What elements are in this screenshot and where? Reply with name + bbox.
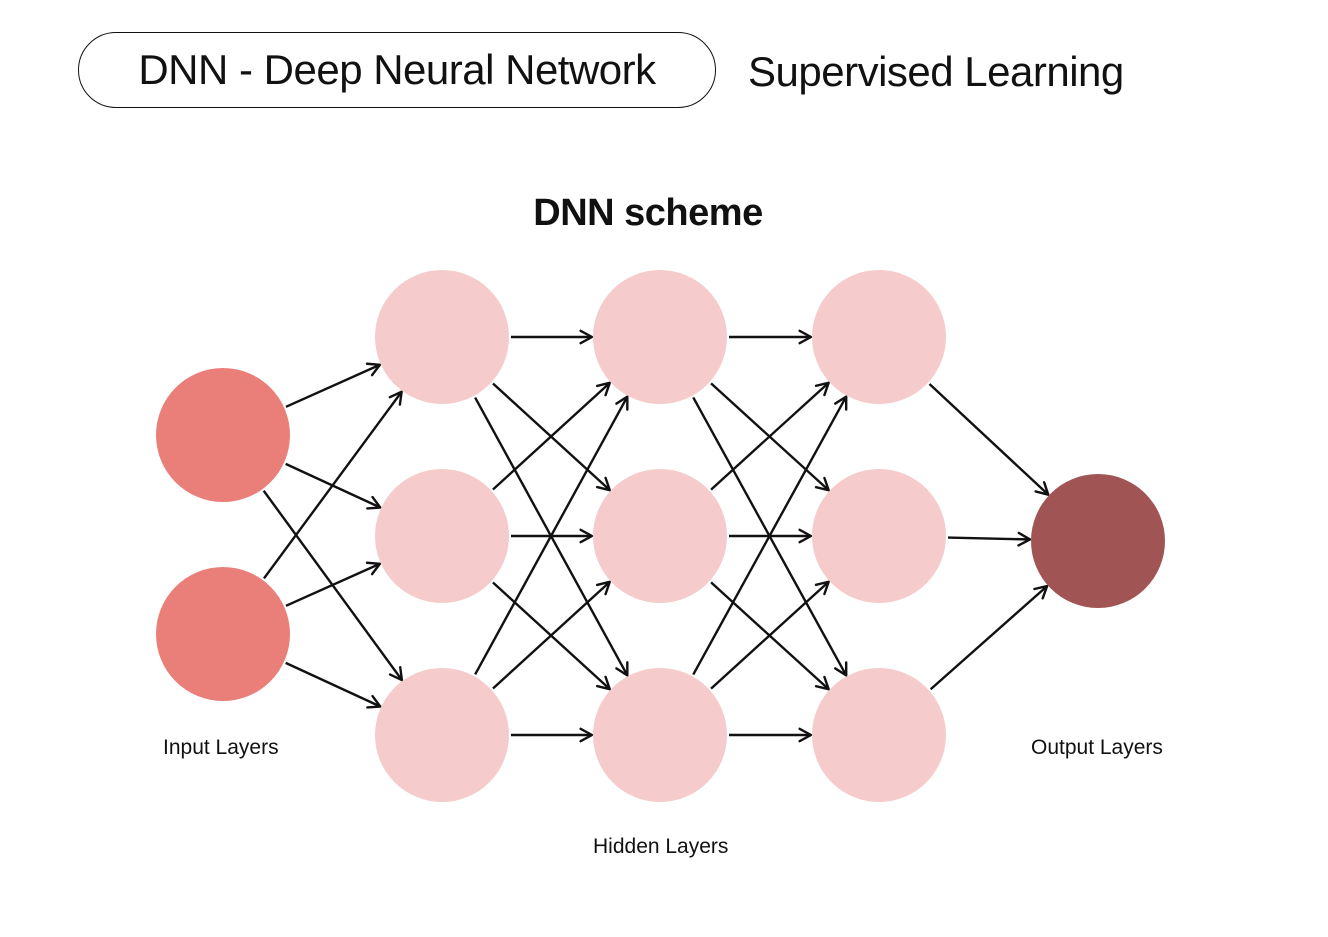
input-node-0-1	[156, 567, 290, 701]
hidden-node-1-0	[375, 270, 509, 404]
hidden-node-3-2	[812, 668, 946, 802]
hidden-node-3-0	[812, 270, 946, 404]
edge-l2-n1-to-n0	[710, 381, 830, 491]
edge-group	[262, 329, 1050, 743]
hidden-node-1-1	[375, 469, 509, 603]
edge-l1-n2-to-n0	[474, 395, 629, 676]
edge-l0-n0-to-n0	[285, 362, 382, 408]
edge-l1-n1-to-n0	[492, 381, 611, 491]
edge-l2-n2-to-n1	[710, 580, 830, 690]
edge-l1-n0-to-n0	[511, 329, 594, 345]
diagram-title: DNN scheme	[533, 192, 763, 234]
hidden-node-2-2	[593, 668, 727, 802]
edge-l2-n0-to-n0	[729, 329, 813, 345]
edge-l0-n1-to-n1	[285, 561, 382, 607]
hidden-layer-label: Hidden Layers	[593, 835, 729, 858]
hidden-node-1-2	[375, 668, 509, 802]
input-node-0-0	[156, 368, 290, 502]
edge-l0-n1-to-n2	[285, 661, 382, 709]
hidden-node-3-1	[812, 469, 946, 603]
node-group	[156, 270, 1165, 802]
output-layer-label: Output Layers	[1031, 736, 1163, 759]
edge-l3-n2-to-n0	[929, 584, 1049, 691]
edge-l3-n1-to-n0	[947, 531, 1032, 547]
output-node-4-0	[1031, 474, 1165, 608]
hidden-node-2-0	[593, 270, 727, 404]
edge-l2-n2-to-n0	[692, 395, 848, 676]
edge-l3-n0-to-n0	[928, 383, 1050, 496]
hidden-node-2-1	[593, 469, 727, 603]
edge-l1-n2-to-n2	[511, 727, 594, 743]
edge-l1-n2-to-n1	[492, 580, 611, 690]
topic-pill: DNN - Deep Neural Network	[78, 32, 716, 108]
topic-title: DNN - Deep Neural Network	[138, 46, 656, 93]
edge-l2-n2-to-n2	[729, 727, 813, 743]
category-label: Supervised Learning	[748, 48, 1124, 95]
edge-l0-n1-to-n0	[262, 390, 403, 580]
input-layer-label: Input Layers	[163, 736, 279, 759]
